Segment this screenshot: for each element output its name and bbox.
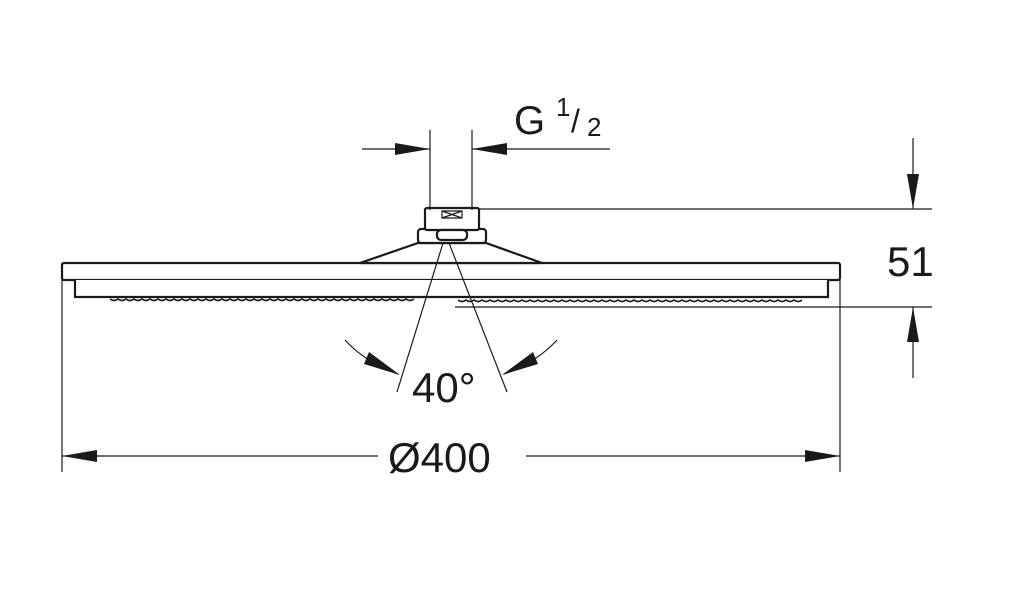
- arrow-up-icon: [907, 307, 919, 342]
- angle-label: 40°: [412, 364, 476, 411]
- arc-arrow-right-icon: [502, 352, 538, 375]
- arrow-right-end-icon: [805, 450, 840, 462]
- thread-label: G: [514, 99, 545, 143]
- diameter-dimension: Ø400: [61, 280, 841, 481]
- height-label: 51: [887, 238, 934, 285]
- height-dimension: 51: [455, 138, 934, 378]
- diameter-label: Ø400: [388, 434, 491, 481]
- connector-neck: [435, 228, 469, 242]
- arrow-right-icon: [395, 143, 430, 155]
- nozzle-row: [109, 298, 803, 303]
- shower-plate-top: [60, 261, 842, 282]
- arc-arrow-left-icon: [364, 352, 400, 375]
- arrow-left-icon: [472, 143, 507, 155]
- shower-plate-bottom: [73, 280, 830, 299]
- arrow-down-icon: [907, 174, 919, 209]
- thread-dimension: G 1 / 2: [362, 92, 610, 210]
- thread-fraction-slash: /: [571, 103, 580, 139]
- angle-dimension: 40°: [344, 242, 558, 411]
- arrow-left-end-icon: [62, 450, 97, 462]
- thread-fraction-numerator: 1: [556, 92, 570, 122]
- shower-head: [60, 206, 842, 303]
- thread-fraction-denominator: 2: [587, 112, 601, 142]
- nut-detail: [441, 210, 463, 219]
- shower-dome: [359, 241, 543, 265]
